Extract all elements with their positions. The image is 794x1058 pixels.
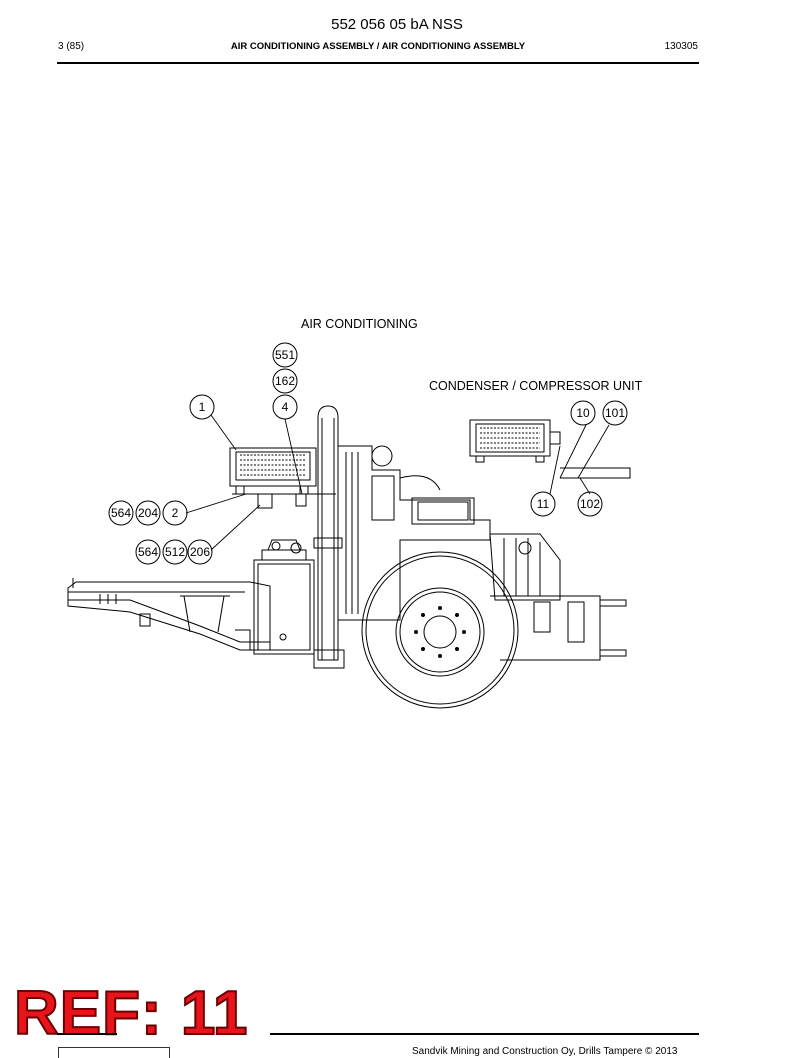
page-counter: 3 (85) bbox=[58, 41, 85, 52]
callout-101: 101 bbox=[605, 406, 625, 420]
rear-chassis bbox=[490, 467, 631, 661]
label-air-conditioning: AIR CONDITIONING bbox=[301, 317, 418, 331]
callout-bubbles bbox=[108, 342, 628, 565]
header-title: AIR CONDITIONING ASSEMBLY / AIR CONDITIO… bbox=[230, 41, 526, 52]
header-divider bbox=[57, 62, 699, 64]
callout-10: 10 bbox=[576, 406, 590, 420]
leader-lines bbox=[185, 414, 610, 551]
exhaust-stack bbox=[313, 405, 345, 669]
label-condenser-compressor: CONDENSER / COMPRESSOR UNIT bbox=[429, 379, 643, 393]
wheel bbox=[361, 551, 519, 709]
document-number: 552 056 05 bA NSS bbox=[331, 16, 463, 33]
condenser-unit bbox=[469, 419, 561, 463]
callout-1: 1 bbox=[199, 400, 206, 414]
callout-204: 204 bbox=[138, 506, 158, 520]
callout-102: 102 bbox=[580, 497, 600, 511]
callout-2: 2 bbox=[172, 506, 179, 520]
callout-4: 4 bbox=[282, 400, 289, 414]
callout-11: 11 bbox=[537, 497, 550, 511]
callout-564-upper: 564 bbox=[111, 506, 131, 520]
callout-551: 551 bbox=[275, 348, 295, 362]
hydraulic-tank bbox=[253, 539, 315, 655]
callout-206: 206 bbox=[190, 545, 210, 559]
ref-stamp: REF: 11 bbox=[13, 979, 249, 1048]
footer-divider bbox=[270, 1033, 699, 1035]
callout-162: 162 bbox=[275, 374, 295, 388]
ac-unit bbox=[229, 447, 336, 509]
machine-frame bbox=[67, 578, 271, 651]
callout-564-lower: 564 bbox=[138, 545, 158, 559]
callout-512: 512 bbox=[165, 545, 185, 559]
footer-divider-left bbox=[57, 1033, 117, 1035]
footer-copyright: Sandvik Mining and Construction Oy, Dril… bbox=[412, 1046, 678, 1057]
date-code: 130305 bbox=[664, 41, 698, 52]
engine-block bbox=[337, 445, 561, 621]
